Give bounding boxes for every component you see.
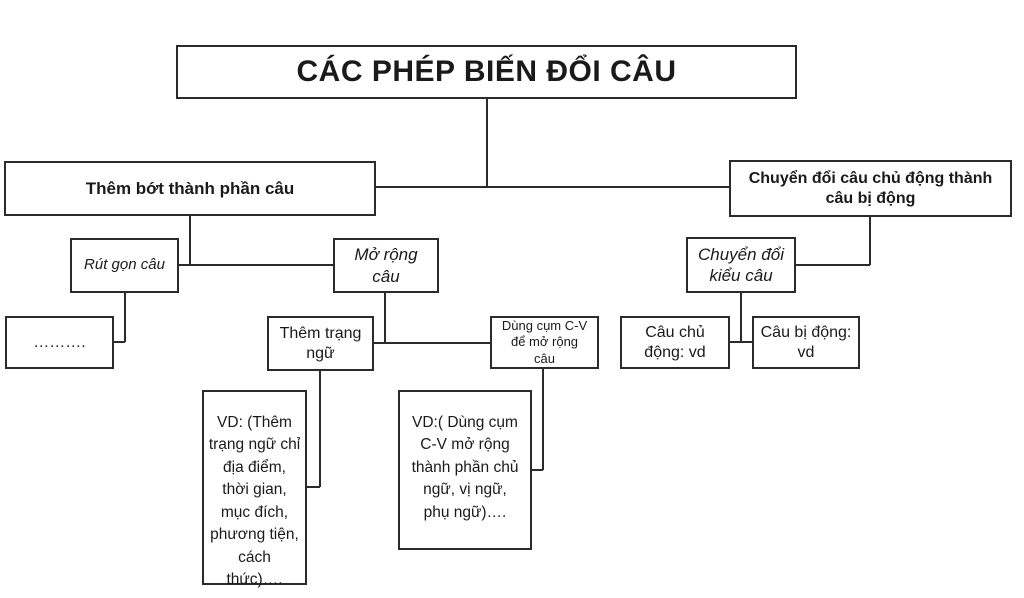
title-text: CÁC PHÉP BIẾN ĐỔI CÂU — [296, 55, 677, 89]
node-ellipsis: ………. — [5, 316, 114, 369]
node-cv-example: VD:( Dùng cụm C-V mở rộng thành phần chủ… — [398, 390, 532, 550]
title-node: CÁC PHÉP BIẾN ĐỔI CÂU — [176, 45, 797, 99]
node-use-cv: Dùng cụm C-V để mở rộng câu — [490, 316, 599, 369]
node-ellipsis-text: ………. — [33, 333, 86, 351]
node-adverbial-example: VD: (Thêm trạng ngữ chỉ địa điểm, thời g… — [202, 390, 307, 588]
node-cv-example-text: VD:( Dùng cụm C-V mở rộng thành phần chủ… — [411, 414, 519, 521]
node-convert-type: Chuyển đổi kiểu câu — [686, 237, 796, 293]
node-add-adverbial: Thêm trạng ngữ — [267, 316, 374, 371]
node-active-example: Câu chủ động: vd — [620, 316, 730, 369]
node-shorten-text: Rút gọn câu — [84, 256, 165, 274]
node-expand-text: Mở rộng câu — [354, 245, 418, 286]
node-active-passive-text: Chuyển đổi câu chủ động thành câu bị độn… — [748, 169, 993, 207]
node-convert-type-text: Chuyển đổi kiểu câu — [697, 244, 784, 285]
node-active-passive: Chuyển đổi câu chủ động thành câu bị độn… — [729, 160, 1012, 217]
node-passive-example-text: Câu bị động: vd — [760, 323, 852, 361]
node-add-remove-text: Thêm bớt thành phần câu — [85, 178, 295, 198]
node-add-remove: Thêm bớt thành phần câu — [4, 161, 376, 216]
node-active-example-text: Câu chủ động: vd — [644, 323, 706, 361]
node-expand: Mở rộng câu — [333, 238, 439, 293]
node-use-cv-text: Dùng cụm C-V để mở rộng câu — [501, 318, 588, 366]
node-add-adverbial-text: Thêm trạng ngữ — [279, 324, 362, 362]
node-shorten: Rút gọn câu — [70, 238, 179, 293]
node-passive-example: Câu bị động: vd — [752, 316, 860, 369]
node-adverbial-example-text: VD: (Thêm trạng ngữ chỉ địa điểm, thời g… — [208, 414, 301, 589]
